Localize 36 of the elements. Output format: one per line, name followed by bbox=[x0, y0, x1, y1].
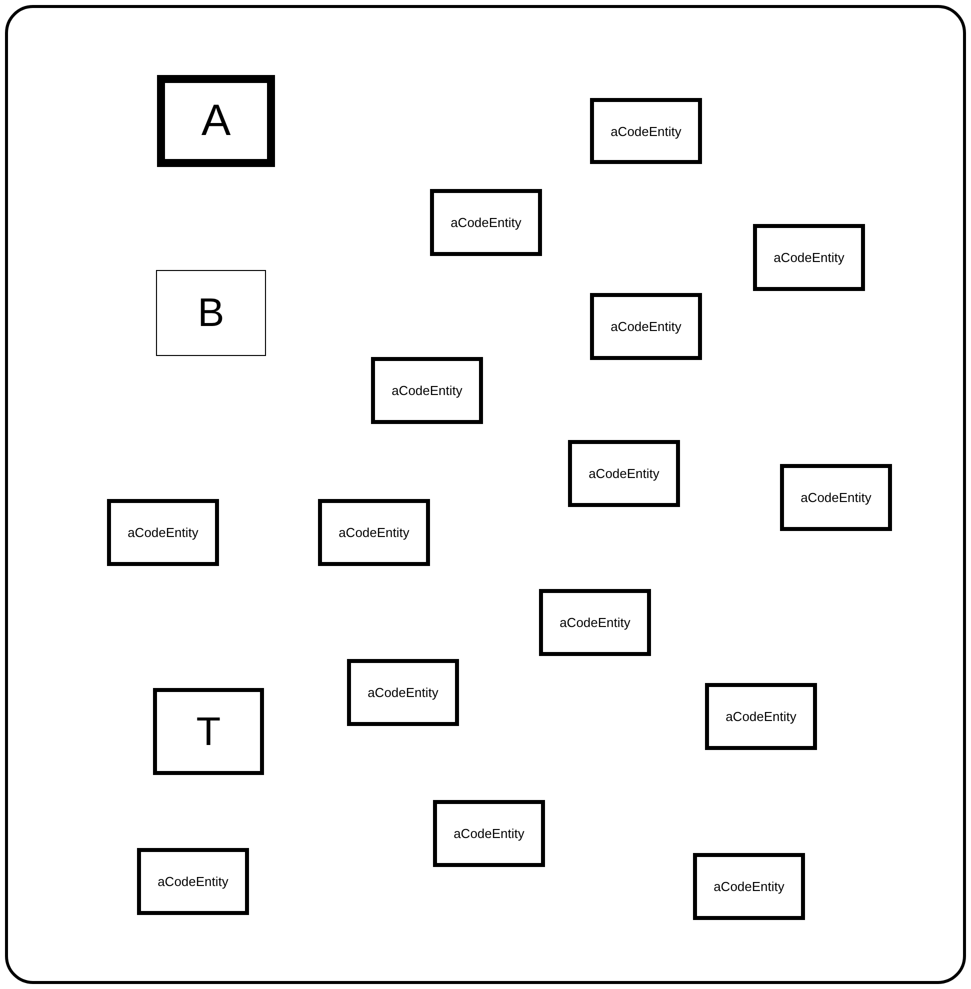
entity-label: aCodeEntity bbox=[560, 616, 630, 629]
entity-box bbox=[430, 189, 542, 256]
entity-label: aCodeEntity bbox=[158, 875, 228, 888]
entity-label: B bbox=[198, 293, 224, 333]
entity-label: aCodeEntity bbox=[338, 526, 410, 539]
entity-box bbox=[539, 589, 651, 656]
entity-box bbox=[347, 659, 459, 726]
entity-box bbox=[107, 499, 219, 566]
entity-box bbox=[156, 270, 266, 356]
entity-box bbox=[705, 683, 817, 750]
entity-box bbox=[780, 464, 892, 531]
entity-label: aCodeEntity bbox=[450, 216, 522, 229]
entity-box bbox=[753, 224, 865, 291]
entity-label: aCodeEntity bbox=[610, 124, 682, 138]
entity-label: aCodeEntity bbox=[714, 880, 784, 893]
entity-label: aCodeEntity bbox=[392, 384, 462, 397]
entity-box bbox=[371, 357, 483, 424]
entity-box bbox=[433, 800, 545, 867]
entity-label: aCodeEntity bbox=[588, 467, 660, 480]
entity-label: aCodeEntity bbox=[368, 686, 438, 699]
entity-label: aCodeEntity bbox=[726, 710, 796, 723]
entity-box bbox=[568, 440, 680, 507]
entity-label: aCodeEntity bbox=[610, 320, 682, 333]
entity-label: T bbox=[196, 712, 221, 752]
entity-box bbox=[153, 688, 264, 775]
entity-label: A bbox=[201, 99, 231, 143]
entity-box bbox=[693, 853, 805, 920]
entity-box bbox=[137, 848, 249, 915]
entity-box bbox=[590, 293, 702, 360]
entity-label: aCodeEntity bbox=[454, 827, 524, 840]
entity-box bbox=[318, 499, 430, 566]
entity-label: aCodeEntity bbox=[774, 251, 844, 264]
entity-box bbox=[157, 75, 275, 167]
entity-label: aCodeEntity bbox=[128, 526, 198, 539]
entity-box bbox=[590, 98, 702, 164]
entity-label: aCodeEntity bbox=[800, 491, 872, 504]
